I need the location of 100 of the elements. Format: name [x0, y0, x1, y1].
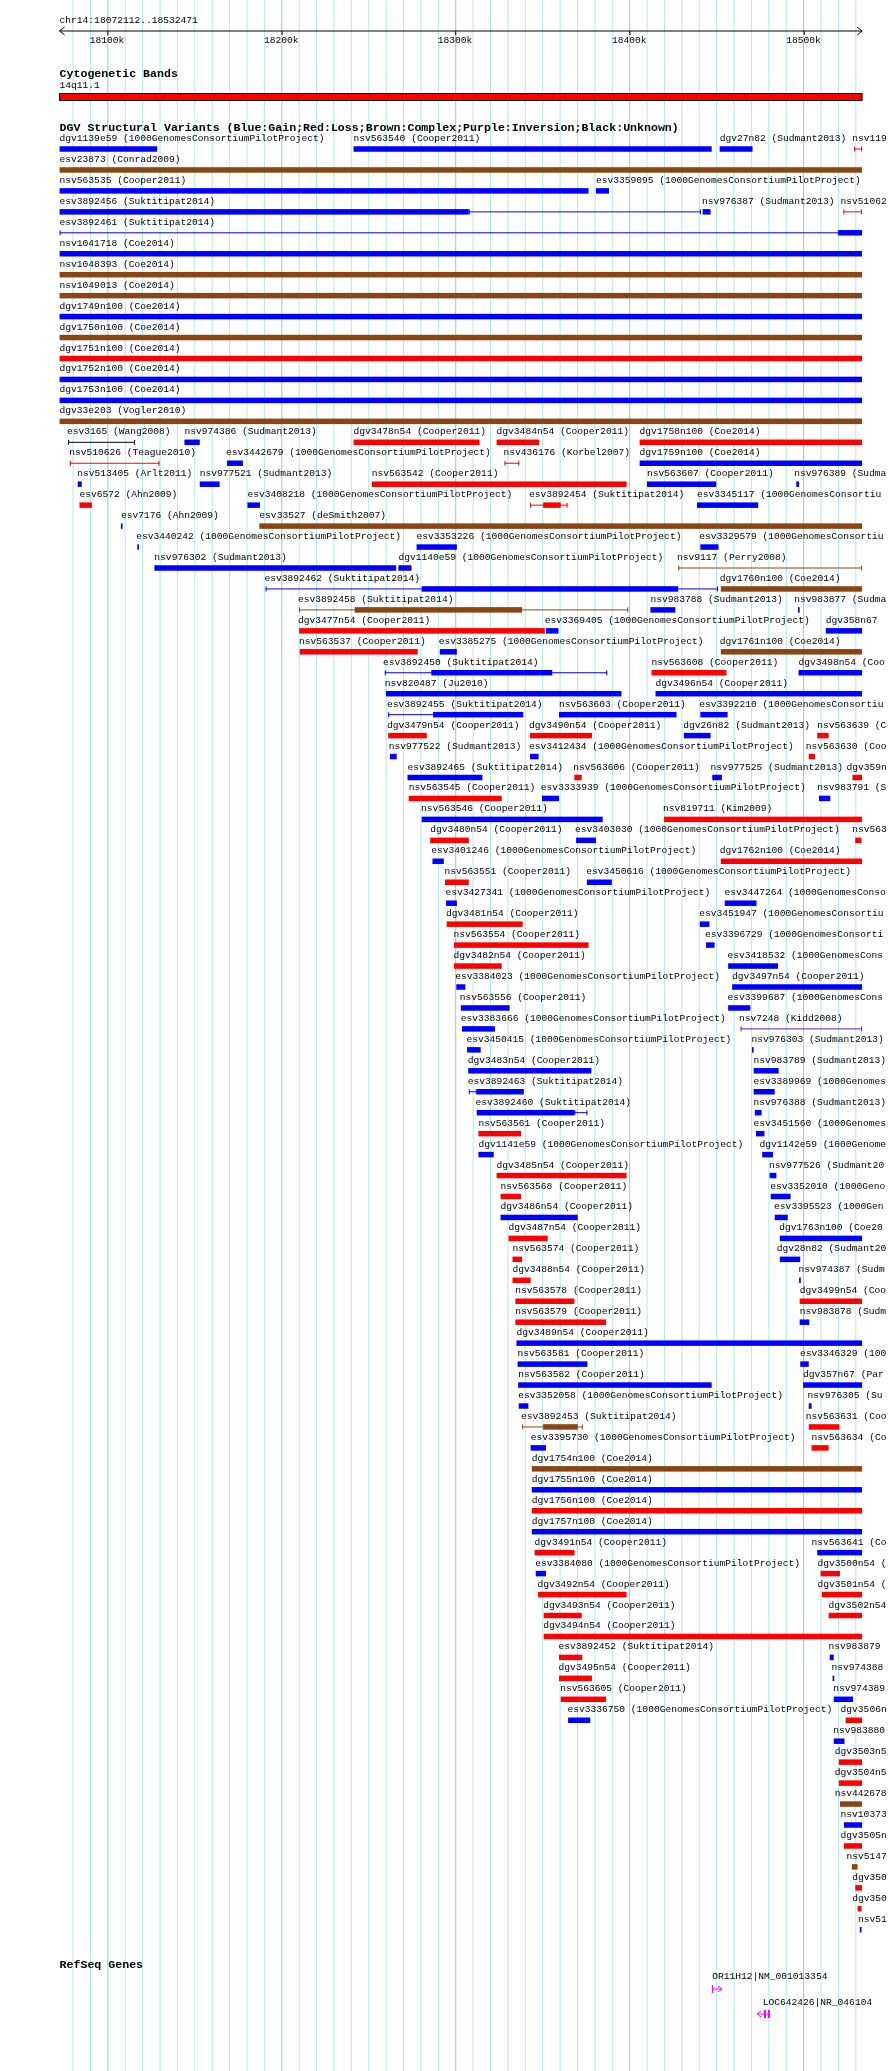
track-title: RefSeq Genes: [59, 1958, 144, 1972]
variant-label: nsv977522 (Sudmant2013): [388, 740, 522, 753]
variant-label: nsv819711 (Kim2009): [662, 803, 773, 816]
tick-label: 18200k: [264, 35, 299, 47]
variant-label: nsv976303 (Sudmant2013): [751, 1033, 884, 1046]
variant-label: dgv1754n100 (Coe2014): [531, 1452, 653, 1465]
variant-label: esv3329579 (1000GenomesConsortiu: [699, 531, 884, 544]
variant-label: esv23873 (Conrad2009): [59, 153, 181, 166]
variant-label: nsv563561 (Cooper2011): [478, 1117, 606, 1130]
variant-label: nsv563607 (Cooper2011): [647, 468, 774, 481]
variant-label: dgv3487n54 (Cooper2011): [508, 1222, 641, 1235]
variant-label: dgv3482n54 (Cooper2011): [453, 950, 586, 963]
variant-label: esv3403030 (1000GenomesConsortiumPilotProject): [574, 824, 840, 837]
variant-label: esv3352058 (1000GenomesConsortiumPilotProject): [518, 1390, 783, 1402]
variant-label: nsv983791 (S: [817, 782, 887, 795]
variant-label: dgv1753n100 (Coe2014): [59, 384, 181, 397]
variant-label: esv6572 (Ahn2009): [79, 489, 178, 502]
variant-label: dgv3479n54 (Cooper2011): [387, 719, 520, 732]
variant-label: dgv3486n54 (Cooper2011): [500, 1201, 633, 1214]
variant-label: nsv563554 (Cooper2011): [453, 929, 581, 942]
variant-label: nsv1048393 (Coe2014): [59, 258, 175, 271]
variant-label: nsv563631 (Coo: [805, 1410, 887, 1423]
variant-label: dgv3491n54 (Cooper2011): [534, 1536, 668, 1549]
variant-label: nsv563578 (Cooper2011): [515, 1285, 642, 1298]
variant-label: esv3399687 (1000GenomesCons: [727, 991, 884, 1004]
variant-label: nsv510626 (Teague2010): [69, 447, 196, 460]
variant-label: esv3395523 (1000Gen: [774, 1201, 884, 1214]
band-label: 14q11.1: [59, 80, 100, 92]
variant-label: dgv3478n54 (Cooper2011): [353, 426, 486, 439]
variant-label: dgv3492n54 (Cooper2011): [537, 1578, 670, 1591]
gene-label: LOC642426|NR_046104: [762, 1997, 873, 2009]
variant-label: nsv563574 (Cooper2011): [512, 1243, 640, 1256]
tick-label: 18100k: [89, 35, 125, 47]
variant-label: nsv976389 (Sudma: [794, 468, 887, 481]
variant-label: esv3892463 (Suktitipat2014): [467, 1075, 624, 1088]
variant-label: dgv350: [852, 1892, 887, 1905]
variant-label: nsv442678: [834, 1788, 887, 1801]
variant-label: nsv5147: [846, 1850, 887, 1863]
variant-label: nsv977525 (Sudmant2013): [710, 761, 843, 774]
variant-label: esv3892454 (Suktitipat2014): [528, 489, 685, 502]
variant-label: nsv563535 (Cooper2011): [59, 174, 187, 187]
variant-label: esv3450415 (1000GenomesConsortiumPilotProject): [466, 1033, 732, 1046]
variant-label: dgv1759n100 (Coe2014): [639, 447, 761, 460]
location-label: chr14:18072112..18532471: [59, 15, 198, 27]
variant-label: dgv3495n54 (Cooper2011): [558, 1662, 691, 1675]
variant-label: dgv33e203 (Vogler2010): [59, 405, 187, 418]
variant-label: nsv563581 (Cooper2011): [517, 1348, 645, 1361]
variant-label: esv3346329 (100: [800, 1348, 887, 1361]
variant-label: esv3408218 (1000GenomesConsortiumPilotProject): [247, 489, 513, 502]
variant-label: nsv563634 (Co: [811, 1431, 887, 1444]
variant-label: nsv563630 (Coo: [805, 740, 887, 753]
variant-label: esv3451560 (1000Genomes: [753, 1117, 886, 1130]
variant-label: esv3412434 (1000GenomesConsortiumPilotProject): [528, 740, 794, 753]
variant-label: esv3442679 (1000GenomesConsortiumPilotProject): [225, 447, 491, 460]
variant-label: dgv1756n100 (Coe2014): [531, 1494, 653, 1507]
variant-label: nsv976387 (Sudmant2013): [702, 195, 835, 208]
variant-label: nsv563579 (Cooper2011): [515, 1306, 642, 1319]
variant-label: nsv119: [852, 133, 887, 145]
variant-label: nsv563537 (Cooper2011): [299, 635, 426, 648]
variant-label: esv3418532 (1000GenomesCons: [727, 950, 884, 963]
variant-label: dgv1758n100 (Coe2014): [639, 426, 761, 439]
variant-label: nsv974387 (Sudm: [798, 1264, 885, 1277]
variant-label: esv3451947 (1000GenomesConsortiu: [699, 908, 884, 921]
variant-label: esv3389969 (1000Genomes: [753, 1075, 886, 1088]
variant-label: nsv983879: [828, 1641, 881, 1654]
variant-label: dgv3505n: [840, 1829, 887, 1842]
variant-label: dgv3484n54 (Cooper2011): [496, 426, 629, 439]
variant-label: esv3892462 (Suktitipat2014): [264, 572, 420, 585]
variant-label: nsv983877 (Sudma: [794, 593, 887, 606]
variant-label: dgv3498n54 (Coo: [798, 656, 885, 669]
variant-label: dgv3485n54 (Cooper2011): [496, 1159, 629, 1172]
variant-label: esv3384023 (1000GenomesConsortiumPilotProject): [455, 971, 720, 983]
variant-label: esv7176 (Ahn2009): [120, 510, 219, 523]
variant-label: dgv3502n54: [828, 1599, 887, 1612]
variant-label: dgv1755n100 (Coe2014): [531, 1473, 653, 1486]
variant-label: esv3892456 (Suktitipat2014): [59, 195, 216, 208]
variant-label: esv3892458 (Suktitipat2014): [297, 593, 454, 606]
variant-label: dgv3489n54 (Cooper2011): [516, 1327, 649, 1340]
variant-label: esv3892455 (Suktitipat2014): [387, 698, 543, 711]
variant-label: esv3892452 (Suktitipat2014): [558, 1641, 714, 1654]
variant-label: nsv976305 (Su: [807, 1390, 883, 1402]
variant-label: dgv1757n100 (Coe2014): [531, 1515, 653, 1528]
variant-label: dgv28n82 (Sudmant20: [776, 1243, 887, 1256]
variant-label: nsv977526 (Sudmant20: [769, 1159, 885, 1172]
variant-label: esv3892453 (Suktitipat2014): [521, 1410, 677, 1423]
variant-label: nsv974389: [833, 1683, 885, 1696]
variant-label: dgv3499n54 (Coo: [799, 1285, 886, 1298]
variant-label: esv3369405 (1000GenomesConsortiumPilotProject): [544, 614, 810, 627]
variant-label: nsv563641 (Co: [811, 1536, 887, 1549]
variant-label: nsv9117 (Perry2008): [677, 552, 787, 564]
variant-label: nsv976388 (Sudmant2013): [753, 1096, 886, 1109]
variant-label: nsv563556 (Cooper2011): [459, 991, 587, 1004]
variant-label: dgv3497n54 (Cooper2011): [732, 971, 865, 983]
variant-label: dgv3488n54 (Cooper2011): [512, 1264, 645, 1277]
variant-label: nsv563605 (Cooper2011): [560, 1683, 687, 1696]
variant-label: dgv3483n54 (Cooper2011): [467, 1054, 601, 1067]
variant-label: nsv51062: [840, 195, 887, 208]
variant-label: dgv1751n100 (Coe2014): [59, 342, 181, 355]
variant-label: esv3892450 (Suktitipat2014): [383, 656, 539, 669]
variant-label: nsv51: [858, 1913, 887, 1926]
